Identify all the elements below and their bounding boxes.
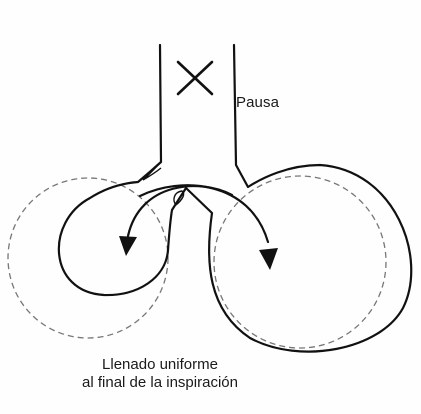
left-alveolus-dashed-outline	[8, 178, 168, 338]
pause-label: Pausa	[236, 94, 279, 112]
figure-caption: Llenado uniforme al final de la inspirac…	[30, 356, 290, 392]
flow-arrowhead-right	[259, 248, 278, 270]
no-flow-x-icon	[178, 62, 212, 94]
caption-line-2: al final de la inspiración	[30, 374, 290, 392]
left-junction-scribble	[143, 162, 161, 180]
flow-arrowhead-left	[119, 236, 137, 256]
caption-line-1: Llenado uniforme	[30, 356, 290, 374]
